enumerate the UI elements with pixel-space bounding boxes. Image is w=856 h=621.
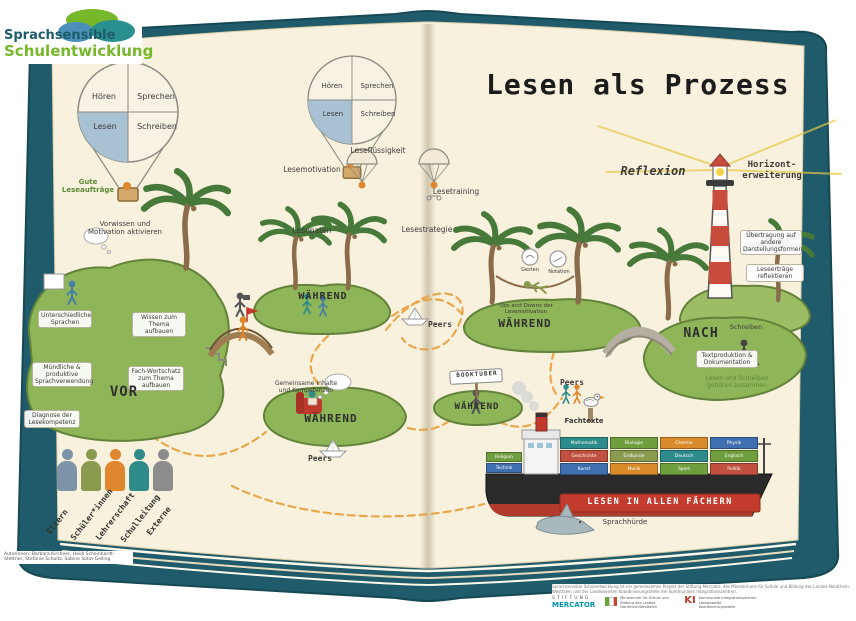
label-lesen-schreiben: Lesen und Schreiben gehören zusammen [705,375,769,390]
booktuber-sign [449,368,503,399]
container-box: Englisch [710,450,758,462]
island-waehrend-rechts [462,298,642,354]
thought-bubble [317,373,352,400]
balloon1-quadrant-schreiben: Schreiben [137,122,177,131]
balloon1-quadrant-hoeren: Hören [91,92,116,101]
logo-line-2: Schulentwicklung [4,42,154,60]
silhouette-externe [152,449,174,491]
notation-icon [549,250,567,268]
container-box: Kunst [560,463,608,475]
label-vorwissen: Vorwissen und Motivation aktivieren [88,220,162,237]
label-peers-rechts: Peers [559,378,585,387]
label-wissen-zum-thema: Wissen zum Thema aufbauen [132,312,186,338]
thought-bubble [83,227,111,254]
silhouette-lehrerschaft [104,449,126,491]
footer: Sprachsensible Schulentwicklung ist ein … [552,584,852,610]
balloon2-quadrant-sprechen: Sprechen [360,82,394,90]
silhouette-eltern [56,449,78,491]
label-lesetraining: Lesetraining [432,187,480,196]
balloon1-quadrant-sprechen: Sprechen [137,92,175,101]
logo-line-1: Sprachsensible [4,28,116,43]
phase-waehrend-klein: WÄHREND [454,402,500,412]
container-box: Physik [710,437,758,449]
logo-clouds [0,0,142,64]
phase-vor: VOR [109,384,139,400]
silhouette-schuelerinnen [80,449,102,491]
label-unterschiedliche-sprachen: Unterschiedliche Sprachen [38,310,92,329]
container-box: Religion [486,452,522,462]
label-schreiben: Schreiben [729,323,763,331]
label-muendliche-sprache: Mündliche & produktive Sprachverwendung [32,362,93,388]
poster-title: Lesen als Prozess [486,68,790,101]
label-leseertraege: Leseerträge reflektieren [746,264,804,283]
phase-nach: NACH [683,326,719,341]
ki-mark-icon: KI [684,595,696,607]
silhouette-schulleitung [128,449,150,491]
container-box: Geschichte [560,450,608,462]
footer-note: Sprachsensible Schulentwicklung ist ein … [552,584,851,595]
label-diagnose: Diagnose der Lesekompetenz [24,410,80,429]
phase-waehrend-insel: WÄHREND [498,317,552,330]
container-box: Politik [710,463,758,475]
balloon2-quadrant-hoeren: Hören [321,82,343,90]
flipchart [43,273,65,290]
label-peers-boot: Peers [427,320,453,329]
balloon2-quadrant-lesen: Lesen [322,110,344,118]
gesten-icon [521,248,539,266]
label-uebertragung: Übertragung auf andere Darstellungsforme… [740,230,802,256]
label-horizonterweiterung: Horizont-erweiterung [742,160,802,181]
label-textproduktion: Textproduktion & Dokumentation [696,350,758,369]
label-peers-unten: Peers [307,454,333,463]
smoke [512,381,539,411]
label-gesten: Gesten [521,267,539,273]
balloon2-quadrant-schreiben: Schreiben [360,110,396,118]
nrw-ministry-logo: Ministerium für Schule und Bildung des L… [605,596,674,609]
container-box: Sport [660,463,708,475]
stone-bridge [602,326,676,358]
balloon-passenger [123,182,131,190]
label-lesen-in-allen-faechern: LESEN IN ALLEN FÄCHERN [587,497,733,507]
seagull [583,393,605,422]
shark [535,502,596,535]
label-lesemotivation: Lesemotivation [283,165,341,174]
label-gemeinsame-inhalte: Gemeinsame Inhalte und Kompetenzen [274,380,338,395]
container-box: Chemie [660,437,708,449]
label-fachtexte: Fachtexte [564,417,604,425]
lighthouse [706,153,734,299]
armchair-reader [296,390,322,414]
label-gute-leseauftraege: Gute Leseaufträge [61,178,115,195]
container-box: Musik [610,463,658,475]
credits-text: Autorinnen: Barbara Kirchner, Heidi Sche… [3,551,133,564]
phase-waehrend-unten: WÄHREND [304,412,358,425]
ki-logo: KI Kommunale Integrationszentren Landesw… [684,595,757,610]
label-notation: Notation [548,269,570,275]
flag-icon [246,306,259,322]
balloon1-quadrant-lesen: Lesen [93,122,117,131]
label-wortschatz: Fach-Wortschatz zum Thema aufbauen [128,366,184,392]
label-ups-downs: Ups and Downs der Lesemotivation [499,303,553,316]
nrw-mark-icon [605,597,618,607]
light-rays [597,119,843,175]
camera-icon [243,295,250,300]
scooter-icon [426,195,442,201]
label-lesestrategie: Lesestrategie [401,225,453,234]
container-box: Biologie [610,437,658,449]
container-ship [485,381,773,517]
container-box: Technik [486,463,522,473]
container-box: Deutsch [660,450,708,462]
mercator-logo: STIFTUNG MERCATOR [552,596,596,610]
label-lesefluessigkeit: Leseflüssigkeit [350,146,406,155]
banner-ribbon [559,493,761,513]
label-sprachhuerde: Sprachhürde [602,518,648,526]
hammock [495,275,575,289]
phase-waehrend-oben: WÄHREND [298,291,348,302]
container-box: Erdkunde [610,450,658,462]
container-box: Mathematik [560,437,608,449]
page-stack [59,542,797,587]
label-reflexion: Reflexion [620,164,686,178]
label-lesepaten: Lesepaten [292,226,332,235]
